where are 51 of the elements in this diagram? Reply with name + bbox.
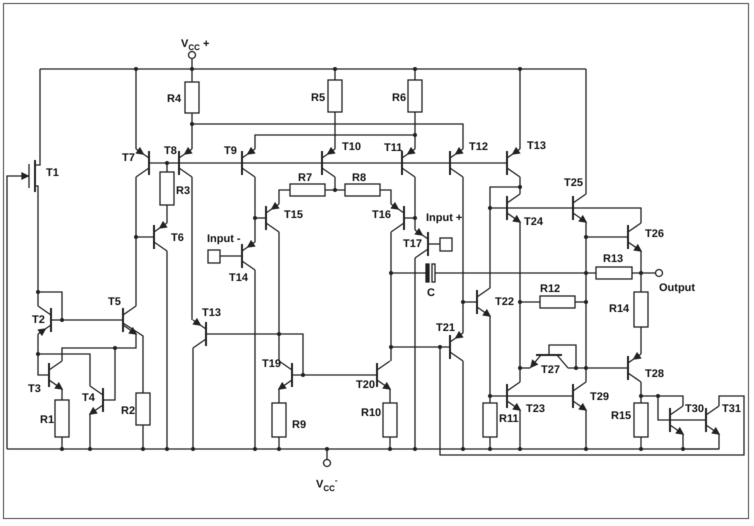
transistor-label: T25 xyxy=(564,177,583,189)
resistor-label: R3 xyxy=(176,185,190,197)
terminal-label: Output xyxy=(659,282,696,294)
resistor-label: R9 xyxy=(292,419,306,431)
transistor-label: T9 xyxy=(224,145,237,157)
transistor-label: T2 xyxy=(32,314,45,326)
transistor-label: T7 xyxy=(122,152,135,164)
resistor-label: R13 xyxy=(603,253,624,265)
resistor-label: R5 xyxy=(311,92,326,104)
resistor-label: R2 xyxy=(121,405,136,417)
transistor-label: T6 xyxy=(171,232,184,244)
resistor-label: R6 xyxy=(392,92,406,104)
transistor-label: T23 xyxy=(526,403,545,415)
resistor-label: R15 xyxy=(611,410,632,422)
transistor-label: T22 xyxy=(495,296,514,308)
transistor-label: T28 xyxy=(645,368,664,380)
resistor-label: R10 xyxy=(361,407,382,419)
capacitor-label: C xyxy=(427,287,435,299)
transistor-label: T14 xyxy=(229,272,248,284)
transistor-label: T31 xyxy=(722,403,741,415)
transistor-label: T3 xyxy=(28,383,41,395)
terminal-label: Input - xyxy=(207,233,241,245)
transistor-label: T8 xyxy=(164,145,177,157)
transistor-label: T1 xyxy=(46,167,59,179)
transistor-label: T29 xyxy=(590,391,609,403)
transistor-label: T21 xyxy=(436,322,455,334)
supply-label: V$_{CC}$ + xyxy=(181,38,210,54)
resistor-label: R7 xyxy=(298,172,312,184)
transistor-label: T15 xyxy=(284,209,303,221)
transistor-label: T24 xyxy=(524,216,543,228)
transistor-label: T4 xyxy=(82,392,95,404)
transistor-label: T16 xyxy=(372,209,391,221)
transistor-label: T5 xyxy=(108,296,121,308)
transistor-label: T12 xyxy=(469,141,488,153)
terminal-label: Input + xyxy=(426,212,462,224)
transistor-label: T30 xyxy=(685,403,704,415)
resistor-label: R11 xyxy=(499,413,519,425)
resistor-label: R1 xyxy=(40,414,54,426)
transistor-label: T13 xyxy=(527,140,546,152)
transistor-label: T10 xyxy=(342,141,361,153)
transistor-label: T19 xyxy=(262,358,281,370)
resistor-label: R4 xyxy=(167,93,182,105)
transistor-label: T17 xyxy=(403,238,422,250)
resistor-label: R12 xyxy=(540,283,560,295)
transistor-label: T11 xyxy=(384,142,402,154)
transistor-label: T13 xyxy=(202,307,221,319)
transistor-label: T20 xyxy=(356,379,375,391)
transistor-label: T26 xyxy=(645,228,664,240)
transistor-label: T27 xyxy=(541,364,560,376)
resistor-label: R8 xyxy=(352,172,366,184)
resistor-label: R14 xyxy=(609,303,630,315)
